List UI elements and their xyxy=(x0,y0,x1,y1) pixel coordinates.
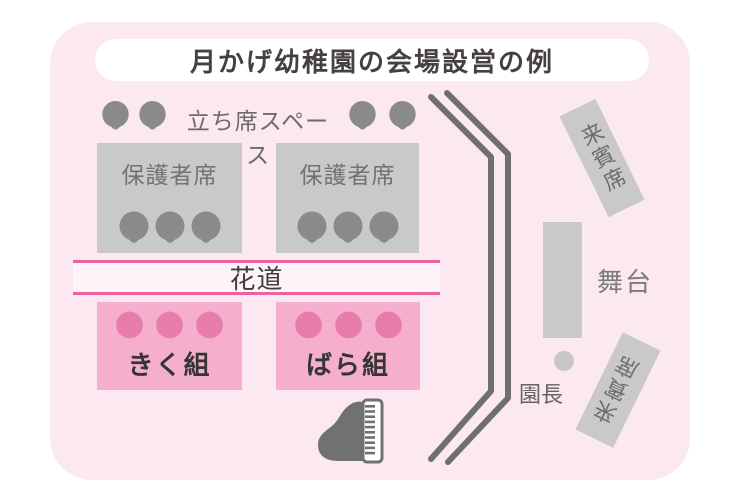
person-balloon-icon xyxy=(349,101,376,130)
parent-icon-row xyxy=(295,211,401,247)
parent-seats-label: 保護者席 xyxy=(299,162,396,188)
bara-class-box: ばら組 xyxy=(276,302,420,390)
child-head-icon xyxy=(156,311,183,339)
child-head-icon xyxy=(294,311,322,339)
hanamichi-label: 花道 xyxy=(229,264,284,294)
child-head-icon xyxy=(116,311,143,339)
diagram-title: 月かげ幼稚園の会場設営の例 xyxy=(189,46,554,77)
parent-seats-box-1: 保護者席 xyxy=(97,143,242,253)
person-balloon-icon xyxy=(369,211,398,243)
kiku-class-label: きく組 xyxy=(127,350,212,380)
diagram-title-bar: 月かげ幼稚園の会場設営の例 xyxy=(95,39,649,81)
person-balloon-icon xyxy=(155,211,184,243)
person-balloon-icon xyxy=(139,101,166,130)
kiku-class-box: きく組 xyxy=(97,302,242,390)
principal-label: 園長 xyxy=(519,382,564,407)
grand-piano-icon xyxy=(318,398,384,464)
child-icon-row xyxy=(113,308,226,339)
stage-label: 舞台 xyxy=(597,267,654,297)
parent-icon-row xyxy=(117,211,223,247)
stage-box xyxy=(543,222,582,338)
standing-space-label: 立ち席スペース xyxy=(186,108,330,168)
hanamichi-line-top xyxy=(73,260,440,263)
person-balloon-icon xyxy=(333,211,362,243)
bara-class-label: ばら組 xyxy=(305,350,390,380)
person-balloon-icon xyxy=(389,101,416,130)
audience-divider-line xyxy=(428,90,511,465)
person-balloon-icon xyxy=(191,211,220,243)
person-balloon-icon xyxy=(119,211,148,243)
child-head-icon xyxy=(374,311,402,339)
child-head-icon xyxy=(334,311,362,339)
parent-seats-box-2: 保護者席 xyxy=(276,143,419,253)
hanamichi-path: 花道 xyxy=(73,263,440,294)
person-balloon-icon xyxy=(102,101,129,130)
child-icon-row xyxy=(292,308,405,339)
principal-dot xyxy=(554,351,574,371)
parent-seats-label: 保護者席 xyxy=(121,162,218,188)
child-head-icon xyxy=(196,311,223,339)
hanamichi-line-bottom xyxy=(73,292,440,295)
person-balloon-icon xyxy=(297,211,326,243)
